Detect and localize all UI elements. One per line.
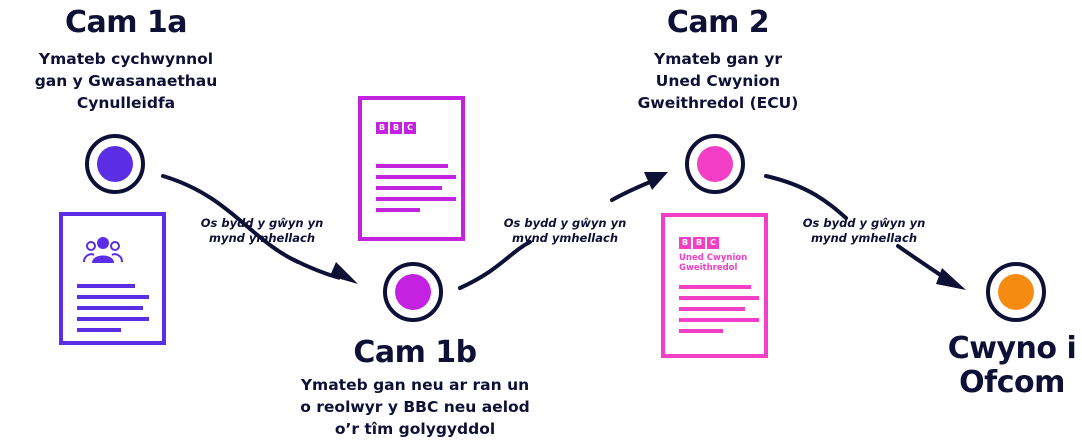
doc-line — [77, 295, 149, 299]
doc-line — [376, 186, 442, 190]
step-1a-node-dot — [97, 146, 133, 182]
bbc-logo-block: B — [390, 122, 402, 134]
doc-line — [376, 175, 456, 179]
step-1a-line-1: Ymateb cychwynnol — [38, 50, 214, 68]
doc-line — [679, 307, 745, 311]
connector-label-3-line-2: mynd ymhellach — [810, 231, 917, 245]
step-2-node — [685, 134, 745, 194]
arrow-2-to-ofcom-head — [936, 268, 966, 290]
connector-label-2: Os bydd y gŵyn yn mynd ymhellach — [495, 216, 635, 246]
step-1a-description: Ymateb cychwynnol gan y Gwasanaethau Cyn… — [6, 48, 246, 114]
connector-label-3-line-1: Os bydd y gŵyn yn — [802, 216, 926, 230]
bbc-logo-block: C — [707, 237, 719, 249]
ofcom-node-dot — [998, 274, 1034, 310]
arrow-2-to-ofcom — [764, 174, 848, 220]
doc-line — [679, 329, 723, 333]
step-1b-document: B B C — [358, 96, 465, 241]
step-1a-line-2: gan y Gwasanaethau — [34, 72, 218, 90]
step-1b-title: Cam 1b — [353, 335, 477, 370]
connector-label-2-line-2: mynd ymhellach — [511, 231, 618, 245]
doc-line — [376, 197, 456, 201]
bbc-logo-block: B — [376, 122, 388, 134]
doc-line — [679, 318, 759, 322]
doc-line — [77, 328, 121, 332]
ofcom-node — [986, 262, 1046, 322]
step-2-title: Cam 2 — [666, 5, 770, 40]
step-2-line-1: Ymateb gan yr — [654, 50, 782, 68]
connector-label-1-line-1: Os bydd y gŵyn yn — [200, 216, 324, 230]
step-2-line-3: Gweithredol (ECU) — [637, 94, 799, 112]
step-3-line-2: Ofcom — [959, 365, 1065, 400]
step-1b-line-1: Ymateb gan neu ar ran un — [300, 376, 530, 394]
connector-label-1: Os bydd y gŵyn yn mynd ymhellach — [192, 216, 332, 246]
step-2-node-dot — [697, 146, 733, 182]
step-3-title: Cwyno i Ofcom — [942, 332, 1082, 400]
doc-line — [77, 306, 143, 310]
step-1b-node — [383, 262, 443, 322]
step-2-document: B B C Uned Cwynion Gweithredol — [661, 213, 768, 358]
connector-label-1-line-2: mynd ymhellach — [208, 231, 315, 245]
bbc-logo-icon: B B C — [376, 122, 416, 134]
bbc-logo-block: B — [679, 237, 691, 249]
ecu-doc-heading: Uned Cwynion Gweithredol — [679, 253, 747, 273]
step-1a-title: Cam 1a — [64, 5, 188, 40]
doc-line — [77, 317, 149, 321]
arrow-1b-to-2-head — [644, 172, 668, 190]
arrow-1a-to-1b-head — [330, 262, 358, 284]
bbc-logo-icon: B B C — [679, 237, 719, 249]
step-1b-description: Ymateb gan neu ar ran un o reolwyr y BBC… — [270, 374, 560, 440]
step-3-line-1: Cwyno i — [947, 331, 1077, 366]
step-1b-line-3: o’r tîm golygyddol — [334, 420, 496, 438]
step-1a-line-3: Cynulleidfa — [76, 94, 176, 112]
step-1a-document — [59, 212, 166, 345]
doc-line — [679, 296, 759, 300]
arrow-1a-to-1b — [161, 174, 300, 264]
arrow-1b-to-2 — [458, 240, 532, 290]
ecu-doc-heading-line-2: Gweithredol — [679, 263, 738, 273]
ecu-doc-heading-line-1: Uned Cwynion — [679, 253, 748, 263]
bbc-logo-block: C — [404, 122, 416, 134]
doc-line — [376, 208, 420, 212]
connector-label-2-line-1: Os bydd y gŵyn yn — [503, 216, 627, 230]
step-1b-line-2: o reolwyr y BBC neu aelod — [300, 398, 530, 416]
step-1b-node-dot — [395, 274, 431, 310]
doc-line — [376, 164, 448, 168]
step-1a-node — [85, 134, 145, 194]
people-icon — [83, 237, 123, 263]
doc-line — [77, 284, 135, 288]
step-2-description: Ymateb gan yr Uned Cwynion Gweithredol (… — [598, 48, 838, 114]
bbc-logo-block: B — [693, 237, 705, 249]
step-2-line-2: Uned Cwynion — [655, 72, 781, 90]
doc-line — [679, 285, 751, 289]
connector-label-3: Os bydd y gŵyn yn mynd ymhellach — [794, 216, 934, 246]
